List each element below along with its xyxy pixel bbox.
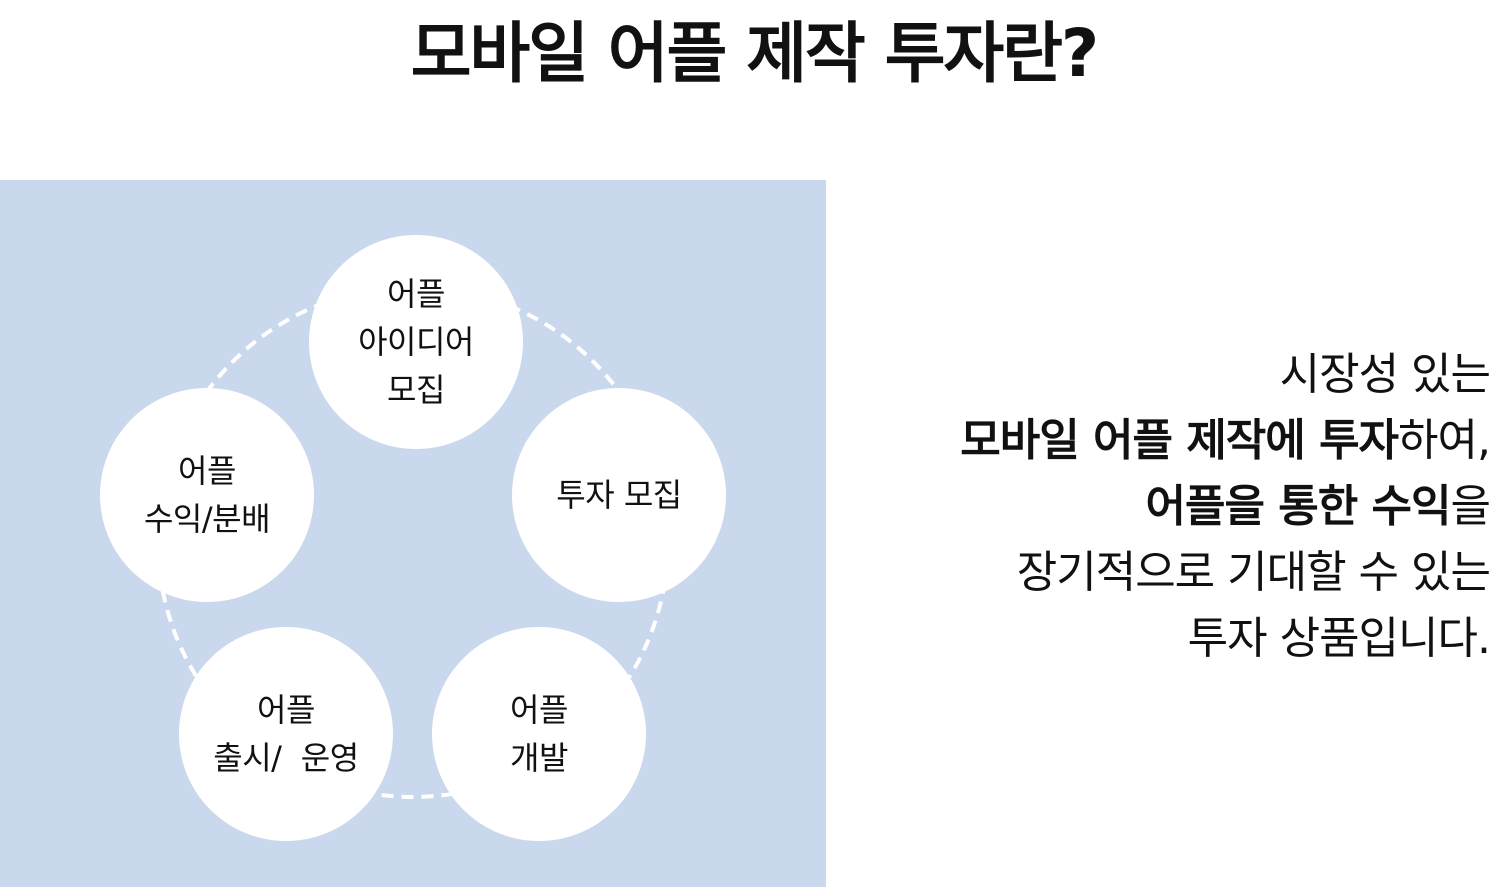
description-line: 모바일 어플 제작에 투자하여,: [810, 408, 1491, 474]
page-title: 모바일 어플 제작 투자란?: [410, 15, 1099, 92]
description-emphasis: 어플을 통한 수익: [1145, 481, 1452, 532]
stage-label-line: 투자 모집: [556, 476, 682, 514]
stage-label-line: 어플: [178, 452, 236, 490]
stage-label-line: 개발: [510, 739, 568, 777]
stage-app-revenue-distribution: 어플 수익/분배: [100, 388, 314, 602]
description-segment: 투자 상품입니다.: [1187, 613, 1491, 664]
description-line: 시장성 있는: [810, 342, 1491, 408]
stage-app-idea-recruitment: 어플 아이디어 모집: [309, 235, 523, 449]
description-text: 시장성 있는 모바일 어플 제작에 투자하여, 어플을 통한 수익을 장기적으로…: [810, 342, 1491, 672]
stage-label-line: 모집: [387, 371, 445, 409]
description-segment: 장기적으로 기대할 수 있는: [1016, 547, 1491, 598]
stage-label-line: 어플: [387, 275, 445, 313]
description-line: 어플을 통한 수익을: [810, 474, 1491, 540]
description-segment: 을: [1450, 481, 1491, 532]
stage-label-line: 어플: [510, 691, 568, 729]
stage-label-line: 출시/ 운영: [213, 739, 359, 777]
description-segment: 하여,: [1398, 415, 1491, 466]
description-line: 투자 상품입니다.: [810, 606, 1491, 672]
description-line: 장기적으로 기대할 수 있는: [810, 540, 1491, 606]
stage-app-launch-operation: 어플 출시/ 운영: [179, 627, 393, 841]
stage-label-line: 수익/분배: [143, 500, 271, 538]
stage-investment-recruitment: 투자 모집: [512, 388, 726, 602]
description-segment: 시장성 있는: [1279, 349, 1491, 400]
investment-cycle-diagram: 어플 아이디어 모집 투자 모집 어플 개발 어플 출시/ 운영 어플 수익/분…: [0, 180, 826, 887]
stage-app-development: 어플 개발: [432, 627, 646, 841]
stage-label-line: 아이디어: [358, 323, 474, 361]
stage-label-line: 어플: [257, 691, 315, 729]
description-emphasis: 모바일 어플 제작에 투자: [960, 415, 1399, 466]
